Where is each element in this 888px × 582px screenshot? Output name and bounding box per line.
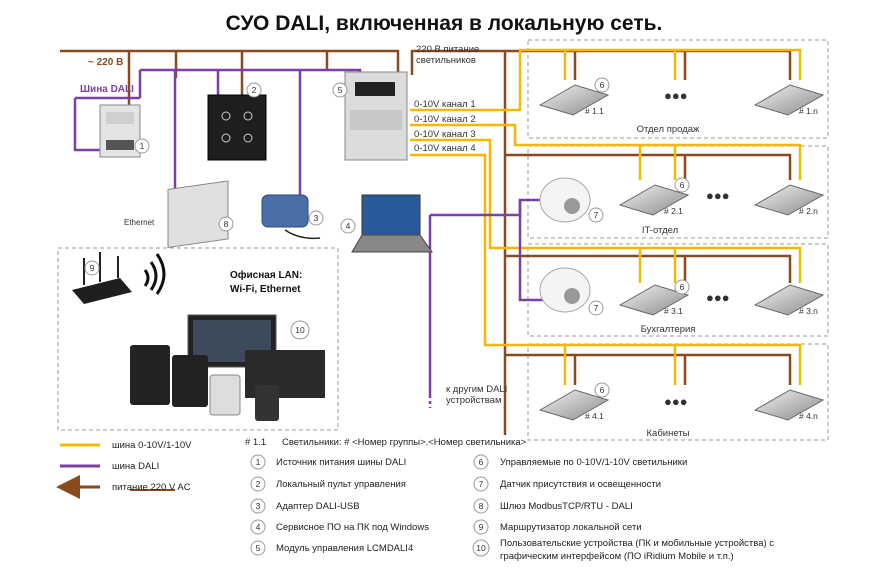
label-other-dali-1: к другим DALI <box>446 384 507 395</box>
label-ch4: 0-10V канал 4 <box>414 143 476 154</box>
legend-num: 1 <box>256 457 261 467</box>
legend-num: 8 <box>479 501 484 511</box>
presence-sensor-icon <box>539 267 591 313</box>
luminaire-id: # 1.n <box>799 106 818 116</box>
zone-name: Отдел продаж <box>637 124 700 135</box>
zone-name: Кабинеты <box>647 428 690 439</box>
lcmdali4-module-icon <box>344 71 408 161</box>
legend-num: 7 <box>479 479 484 489</box>
legend-item-9: Маршрутизатор локальной сети <box>500 522 642 533</box>
marker-10: 10 <box>295 325 305 335</box>
router-icon <box>72 252 166 304</box>
luminaire-id: # 4.n <box>799 411 818 421</box>
marker-1: 1 <box>140 141 145 151</box>
legend-num: 3 <box>256 501 261 511</box>
marker-6: 6 <box>600 385 605 395</box>
dali-power-supply-icon <box>99 104 141 158</box>
more-luminaires-dots: ●●● <box>664 88 688 103</box>
marker-9: 9 <box>90 263 95 273</box>
luminaire-id: # 2.n <box>799 206 818 216</box>
legend-num: 5 <box>256 543 261 553</box>
marker-6: 6 <box>680 180 685 190</box>
luminaire-panels <box>538 84 825 421</box>
legend: шина 0-10V/1-10V шина DALI питание 220 V… <box>56 437 774 562</box>
marker-7: 7 <box>594 210 599 220</box>
local-control-panel-icon <box>207 94 267 161</box>
marker-4: 4 <box>346 221 351 231</box>
legend-luminaire-key: # 1.1 <box>245 437 266 448</box>
legend-num: 2 <box>256 479 261 489</box>
luminaire-id: # 1.1 <box>585 106 604 116</box>
marker-8: 8 <box>224 219 229 229</box>
label-ch1: 0-10V канал 1 <box>414 99 476 110</box>
label-ch3: 0-10V канал 3 <box>414 129 476 140</box>
zone-name: IT-отдел <box>642 225 678 236</box>
label-power-luminaires-1: 220 В питание <box>416 44 479 55</box>
label-other-dali-2: устройствам <box>446 395 501 406</box>
marker-5: 5 <box>338 85 343 95</box>
modbus-gateway-icon <box>167 180 229 248</box>
marker-2: 2 <box>252 85 257 95</box>
zone-name: Бухгалтерия <box>641 324 696 335</box>
label-ethernet: Ethernet <box>124 218 155 227</box>
laptop-icon <box>351 194 433 253</box>
luminaire-id: # 2.1 <box>664 206 683 216</box>
legend-item-7: Датчик присутствия и освещенности <box>500 479 661 490</box>
marker-6: 6 <box>680 282 685 292</box>
legend-item-10: Пользовательские устройства (ПК и мобиль… <box>500 538 774 549</box>
legend-num: 9 <box>479 522 484 532</box>
luminaire-id: # 4.1 <box>585 411 604 421</box>
legend-item-1: Источник питания шины DALI <box>276 457 406 468</box>
number-markers <box>84 77 690 398</box>
marker-7: 7 <box>594 303 599 313</box>
marker-3: 3 <box>314 213 319 223</box>
legend-item-2: Локальный пульт управления <box>276 479 406 490</box>
dali-usb-adapter-icon <box>261 194 321 240</box>
page-title: СУО DALI, включенная в локальную сеть. <box>226 12 663 35</box>
legend-item-6: Управляемые по 0-10V/1-10V светильники <box>500 457 687 468</box>
control-0-10v-lines <box>410 48 802 385</box>
label-220v: ~ 220 В <box>88 57 123 68</box>
presence-sensor-icon <box>539 177 591 223</box>
legend-item-10-cont: графическим интерфейсом (ПО iRidium Mobi… <box>500 551 734 562</box>
more-luminaires-dots: ●●● <box>706 188 730 203</box>
legend-luminaire-text: Светильники: # <Номер группы>.<Номер све… <box>282 437 527 448</box>
label-power-luminaires-2: светильников <box>416 55 476 66</box>
legend-yellow-label: шина 0-10V/1-10V <box>112 440 192 451</box>
label-office-lan-2: Wi-Fi, Ethernet <box>230 284 301 295</box>
more-luminaires-dots: ●●● <box>664 394 688 409</box>
legend-item-8: Шлюз ModbusTCP/RTU - DALI <box>500 501 633 512</box>
legend-brown-label: питание 220 V AC <box>112 482 191 493</box>
user-devices-icon <box>130 314 325 421</box>
luminaire-id: # 3.n <box>799 306 818 316</box>
legend-num: 10 <box>476 543 486 553</box>
luminaire-id: # 3.1 <box>664 306 683 316</box>
label-dali-bus: Шина DALI <box>80 84 134 95</box>
dali-bus-lines <box>73 68 545 395</box>
legend-item-4: Сервисное ПО на ПК под Windows <box>276 522 429 533</box>
more-luminaires-dots: ●●● <box>706 290 730 305</box>
zone-boxes <box>57 39 829 441</box>
legend-num: 6 <box>479 457 484 467</box>
legend-item-3: Адаптер DALI-USB <box>276 501 360 512</box>
legend-num: 4 <box>256 522 261 532</box>
legend-item-5: Модуль управления LCMDALI4 <box>276 543 413 554</box>
marker-6: 6 <box>600 80 605 90</box>
legend-purple-label: шина DALI <box>112 461 159 472</box>
label-office-lan-1: Офисная LAN: <box>230 269 302 281</box>
label-ch2: 0-10V канал 2 <box>414 114 476 125</box>
